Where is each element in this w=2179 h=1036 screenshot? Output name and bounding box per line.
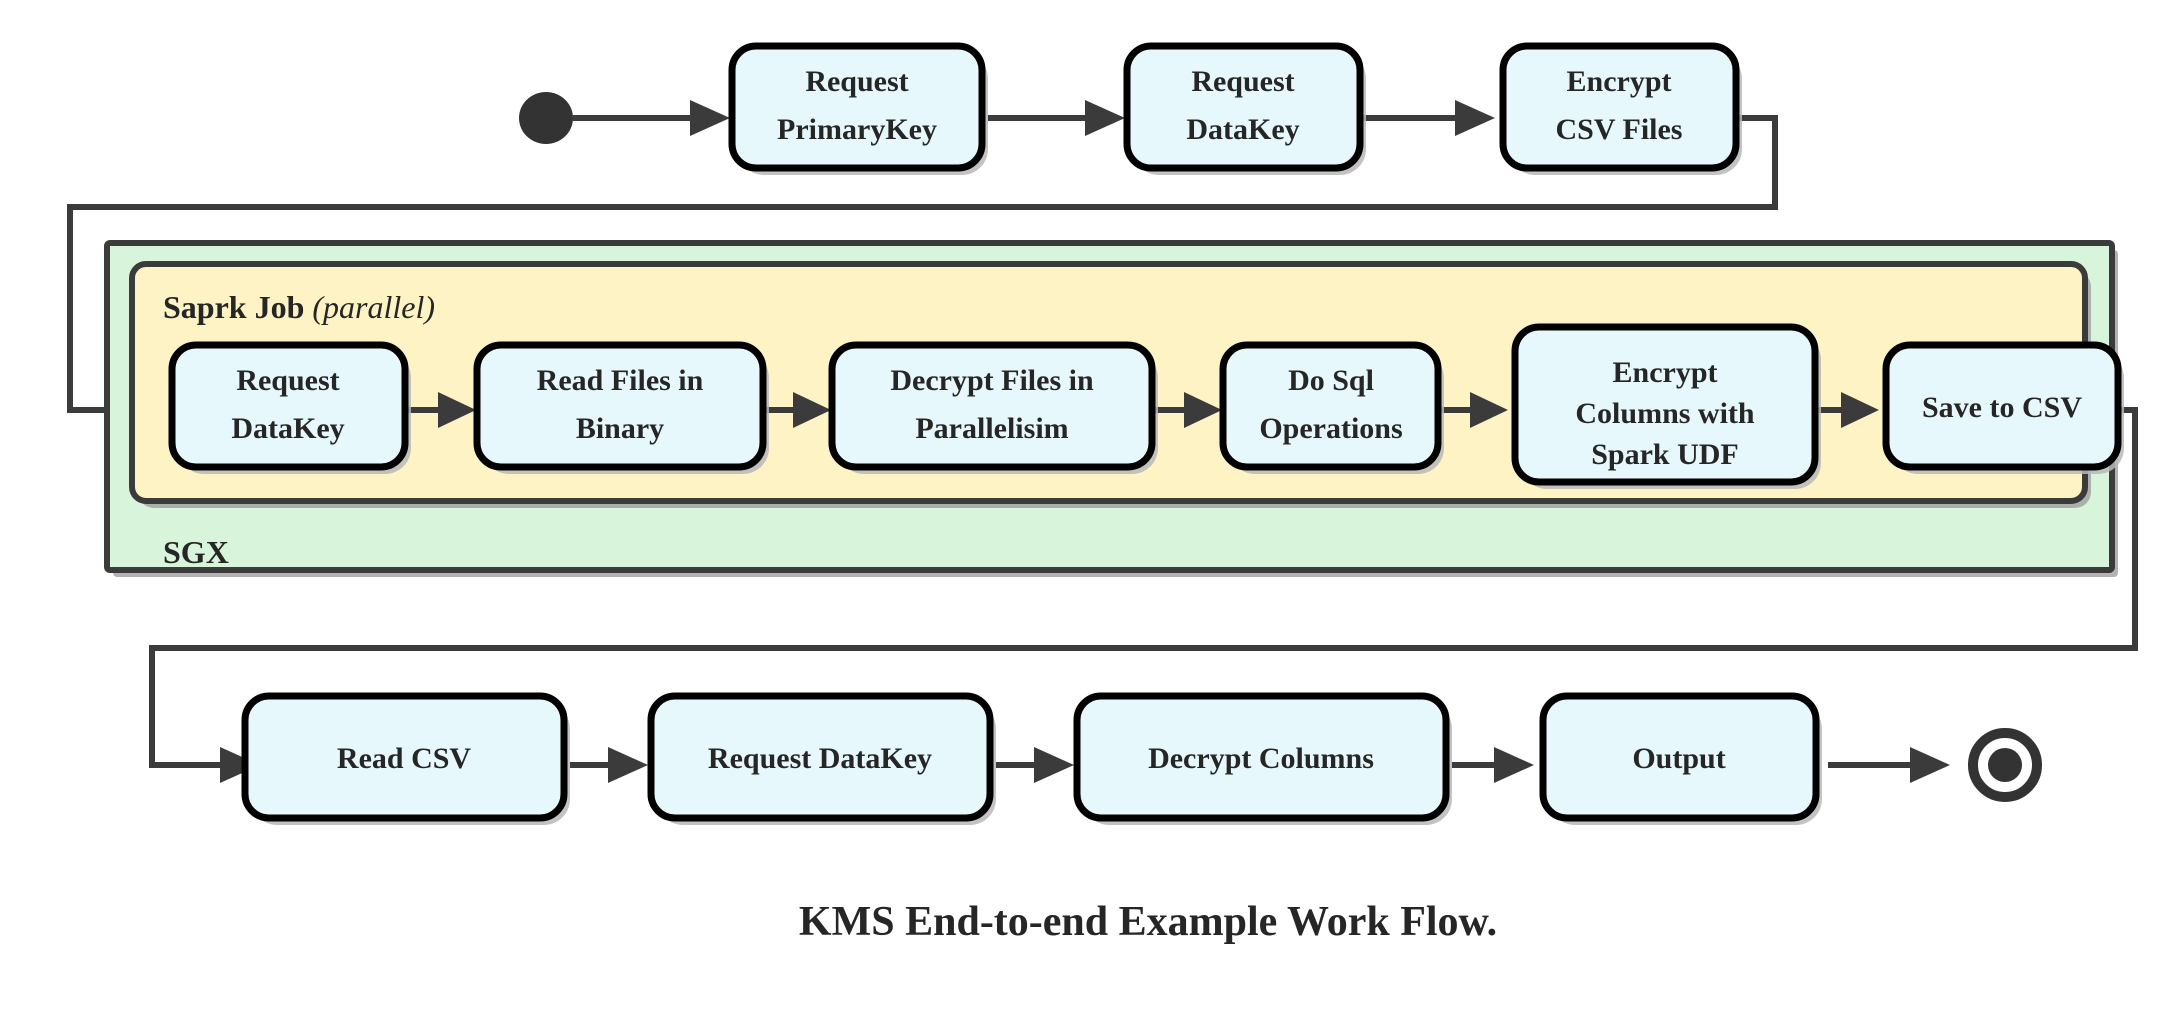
node-encrypt-columns-with-spark-udf[interactable]: Encrypt Columns with Spark UDF [1511,323,1821,489]
edge-output-to-end-node [1828,747,1950,783]
container-spark-job-label-italic: (parallel) [312,289,435,325]
node-request-datakey-top[interactable]: Request DataKey [1123,42,1366,175]
node-encrypt-csv-files-line-0: Encrypt [1567,65,1672,98]
node-read-files-in-binary[interactable]: Read Files in Binary [473,341,769,474]
end-node [1968,728,2042,802]
node-encrypt-columns-line-2: Spark UDF [1591,438,1739,471]
node-request-datakey-bottom-line-0: Request DataKey [708,742,932,775]
node-output-line-0: Output [1632,742,1725,775]
node-decrypt-files-in-parallelisim-line-0: Decrypt Files in [890,364,1094,397]
node-decrypt-files-in-parallelisim[interactable]: Decrypt Files in Parallelisim [828,341,1158,474]
start-node [519,92,573,144]
node-request-datakey-spark[interactable]: Request DataKey [168,341,411,474]
edge-read-csv-to-request-datakey-bottom [570,747,648,783]
edge-save-csv-to-read-csv [149,407,2138,783]
node-read-files-in-binary-line-0: Read Files in [537,364,704,397]
node-read-csv-line-0: Read CSV [337,742,472,775]
node-do-sql-operations-line-0: Do Sql [1288,364,1374,397]
node-request-datakey-bottom[interactable]: Request DataKey [647,692,996,825]
edge-spark-datakey-to-read-files [408,392,476,428]
node-request-primarykey[interactable]: Request PrimaryKey [728,42,988,175]
node-output[interactable]: Output [1539,692,1822,825]
node-read-files-in-binary-line-1: Binary [576,412,664,445]
node-encrypt-csv-files-line-1: CSV Files [1556,113,1683,146]
edge-decrypt-columns-to-output [1452,747,1534,783]
container-spark-job-label-main: Saprk Job [163,289,304,325]
node-request-datakey-top-line-0: Request [1191,65,1294,98]
node-request-datakey-spark-line-1: DataKey [231,412,344,445]
node-request-primarykey-line-1: PrimaryKey [777,113,937,146]
node-save-to-csv-line-0: Save to CSV [1922,391,2082,424]
edge-request-datakey-bottom-to-decrypt-columns [996,747,1074,783]
edge-request-primarykey-to-request-datakey [988,100,1125,136]
node-read-csv[interactable]: Read CSV [241,692,570,825]
node-save-to-csv[interactable]: Save to CSV [1882,341,2124,474]
node-request-datakey-spark-line-0: Request [236,364,339,397]
node-request-datakey-top-line-1: DataKey [1186,113,1299,146]
edge-decrypt-files-to-do-sql [1154,392,1222,428]
edge-start-to-request-primarykey [573,100,730,136]
node-encrypt-csv-files[interactable]: Encrypt CSV Files [1499,42,1742,175]
node-request-primarykey-line-0: Request [805,65,908,98]
container-sgx-label: SGX [163,534,229,570]
edge-request-datakey-to-encrypt-csv [1360,100,1495,136]
node-decrypt-columns[interactable]: Decrypt Columns [1073,692,1452,825]
node-encrypt-columns-line-0: Encrypt [1613,356,1718,389]
node-do-sql-operations[interactable]: Do Sql Operations [1219,341,1444,474]
node-decrypt-columns-line-0: Decrypt Columns [1148,742,1374,775]
node-encrypt-columns-line-1: Columns with [1575,397,1755,430]
edge-do-sql-to-encrypt-columns [1440,392,1508,428]
node-decrypt-files-in-parallelisim-line-1: Parallelisim [915,412,1068,445]
node-do-sql-operations-line-1: Operations [1259,412,1402,445]
diagram-caption: KMS End-to-end Example Work Flow. [799,899,1497,945]
container-spark-job-label: Saprk Job (parallel) [163,289,435,325]
